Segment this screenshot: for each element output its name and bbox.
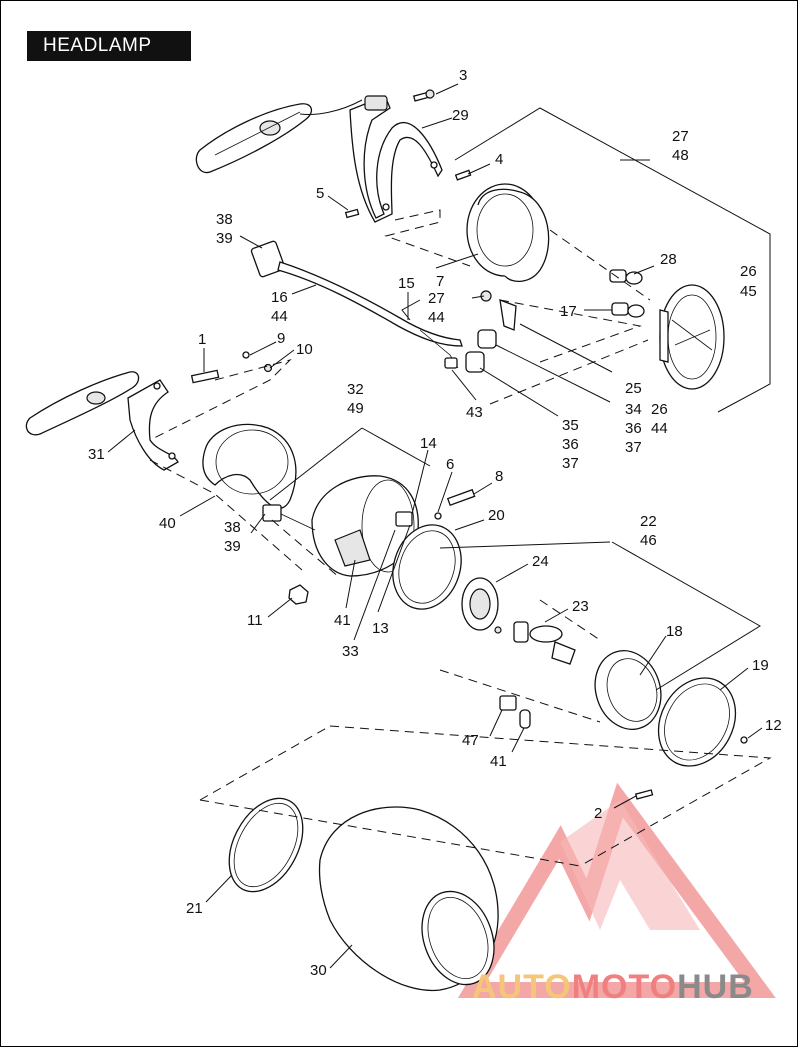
washer-9 — [242, 351, 250, 359]
seal-ring-21 — [228, 797, 304, 893]
screw-8 — [446, 488, 476, 507]
headlamp-bracket-31 — [127, 379, 179, 471]
callout-1: 1 — [198, 331, 206, 348]
callout-4: 4 — [495, 151, 503, 168]
callout-18: 18 — [666, 623, 683, 640]
screw-4 — [454, 169, 472, 181]
screw-3 — [412, 89, 435, 102]
callout-27: 27 — [672, 128, 689, 145]
callout-45: 45 — [740, 283, 757, 300]
callout-31: 31 — [88, 446, 105, 463]
watermark-part-auto: AUTO — [472, 968, 572, 1006]
page-title: HEADLAMP — [27, 31, 191, 61]
watermark-part-moto: MOTO — [571, 968, 678, 1006]
callout-20: 20 — [488, 507, 505, 524]
washer-6 — [434, 512, 442, 520]
callout-41: 41 — [490, 753, 507, 770]
screw-5 — [344, 208, 360, 219]
callout-30: 30 — [310, 962, 327, 979]
callout-9: 9 — [277, 330, 285, 347]
callout-41: 41 — [334, 612, 351, 629]
callout-46: 46 — [640, 532, 657, 549]
callout-12: 12 — [765, 717, 782, 734]
reflector-24 — [461, 577, 499, 631]
gasket-20 — [392, 524, 462, 610]
callout-33: 33 — [342, 643, 359, 660]
callout-49: 49 — [347, 400, 364, 417]
screw-2 — [634, 789, 654, 800]
callout-27: 27 — [428, 290, 445, 307]
callout-35: 35 — [562, 417, 579, 434]
dashed-assembly-lines — [149, 209, 772, 867]
callout-21: 21 — [186, 900, 203, 917]
callout-25: 25 — [625, 380, 642, 397]
wire-harness-16 — [250, 240, 497, 373]
callout-43: 43 — [466, 404, 483, 421]
callout-24: 24 — [532, 553, 549, 570]
callout-47: 47 — [462, 732, 479, 749]
callout-23: 23 — [572, 598, 589, 615]
callout-11: 11 — [247, 612, 263, 629]
connector-38 — [262, 504, 316, 531]
clip-25 — [499, 299, 517, 331]
callout-34: 34 — [625, 401, 642, 418]
bulb-28 — [609, 269, 643, 285]
lamp-housing-7 — [466, 183, 550, 282]
callout-39: 39 — [224, 538, 241, 555]
headlamp-bracket-29 — [349, 95, 443, 223]
callout-26: 26 — [651, 401, 668, 418]
watermark-brand-text: AUTOMOTOHUB — [472, 968, 754, 1007]
bulb-holder-47 — [499, 695, 517, 711]
callout-labels: 3 29 27 48 4 5 38 39 7 28 26 45 15 27 44… — [88, 67, 782, 979]
callout-36: 36 — [562, 436, 579, 453]
watermark-logo-icon — [457, 782, 776, 998]
callout-37: 37 — [562, 455, 579, 472]
headlamp-nacelle-30 — [318, 806, 499, 992]
callout-26: 26 — [740, 263, 757, 280]
callout-44: 44 — [428, 309, 445, 326]
watermark-part-hub: HUB — [677, 968, 754, 1006]
callout-16: 16 — [271, 289, 288, 306]
bulb-41 — [519, 709, 531, 729]
lower-handlebar-clamp — [25, 371, 140, 436]
callout-40: 40 — [159, 515, 176, 532]
callout-15: 15 — [398, 275, 415, 292]
callout-14: 14 — [420, 435, 437, 452]
callout-10: 10 — [296, 341, 313, 358]
headlamp-housing-32 — [311, 475, 419, 577]
callout-36: 36 — [625, 420, 642, 437]
bulb-17 — [611, 302, 645, 318]
screw-1 — [190, 369, 220, 384]
callout-5: 5 — [316, 185, 324, 202]
callout-44: 44 — [651, 420, 668, 437]
screw-12 — [740, 736, 748, 744]
callout-2: 2 — [594, 805, 602, 822]
callout-7: 7 — [436, 273, 444, 290]
callout-44: 44 — [271, 308, 288, 325]
page-title-text: HEADLAMP — [43, 35, 152, 56]
callout-17: 17 — [560, 303, 577, 320]
nut-11 — [288, 584, 309, 605]
callout-28: 28 — [660, 251, 677, 268]
upper-handlebar-clamp — [195, 103, 313, 174]
callout-29: 29 — [452, 107, 469, 124]
callout-32: 32 — [347, 381, 364, 398]
callout-22: 22 — [640, 513, 657, 530]
callout-48: 48 — [672, 147, 689, 164]
callout-38: 38 — [216, 211, 233, 228]
callout-38: 38 — [224, 519, 241, 536]
bulb-23 — [494, 621, 576, 665]
callout-13: 13 — [372, 620, 389, 637]
callout-39: 39 — [216, 230, 233, 247]
callout-3: 3 — [459, 67, 467, 84]
callout-8: 8 — [495, 468, 503, 485]
trim-ring-19 — [657, 677, 737, 767]
headlamp-lens-18 — [594, 650, 662, 730]
callout-19: 19 — [752, 657, 769, 674]
callout-6: 6 — [446, 456, 454, 473]
passing-lamp-lens-26 — [659, 284, 725, 390]
callout-37: 37 — [625, 439, 642, 456]
